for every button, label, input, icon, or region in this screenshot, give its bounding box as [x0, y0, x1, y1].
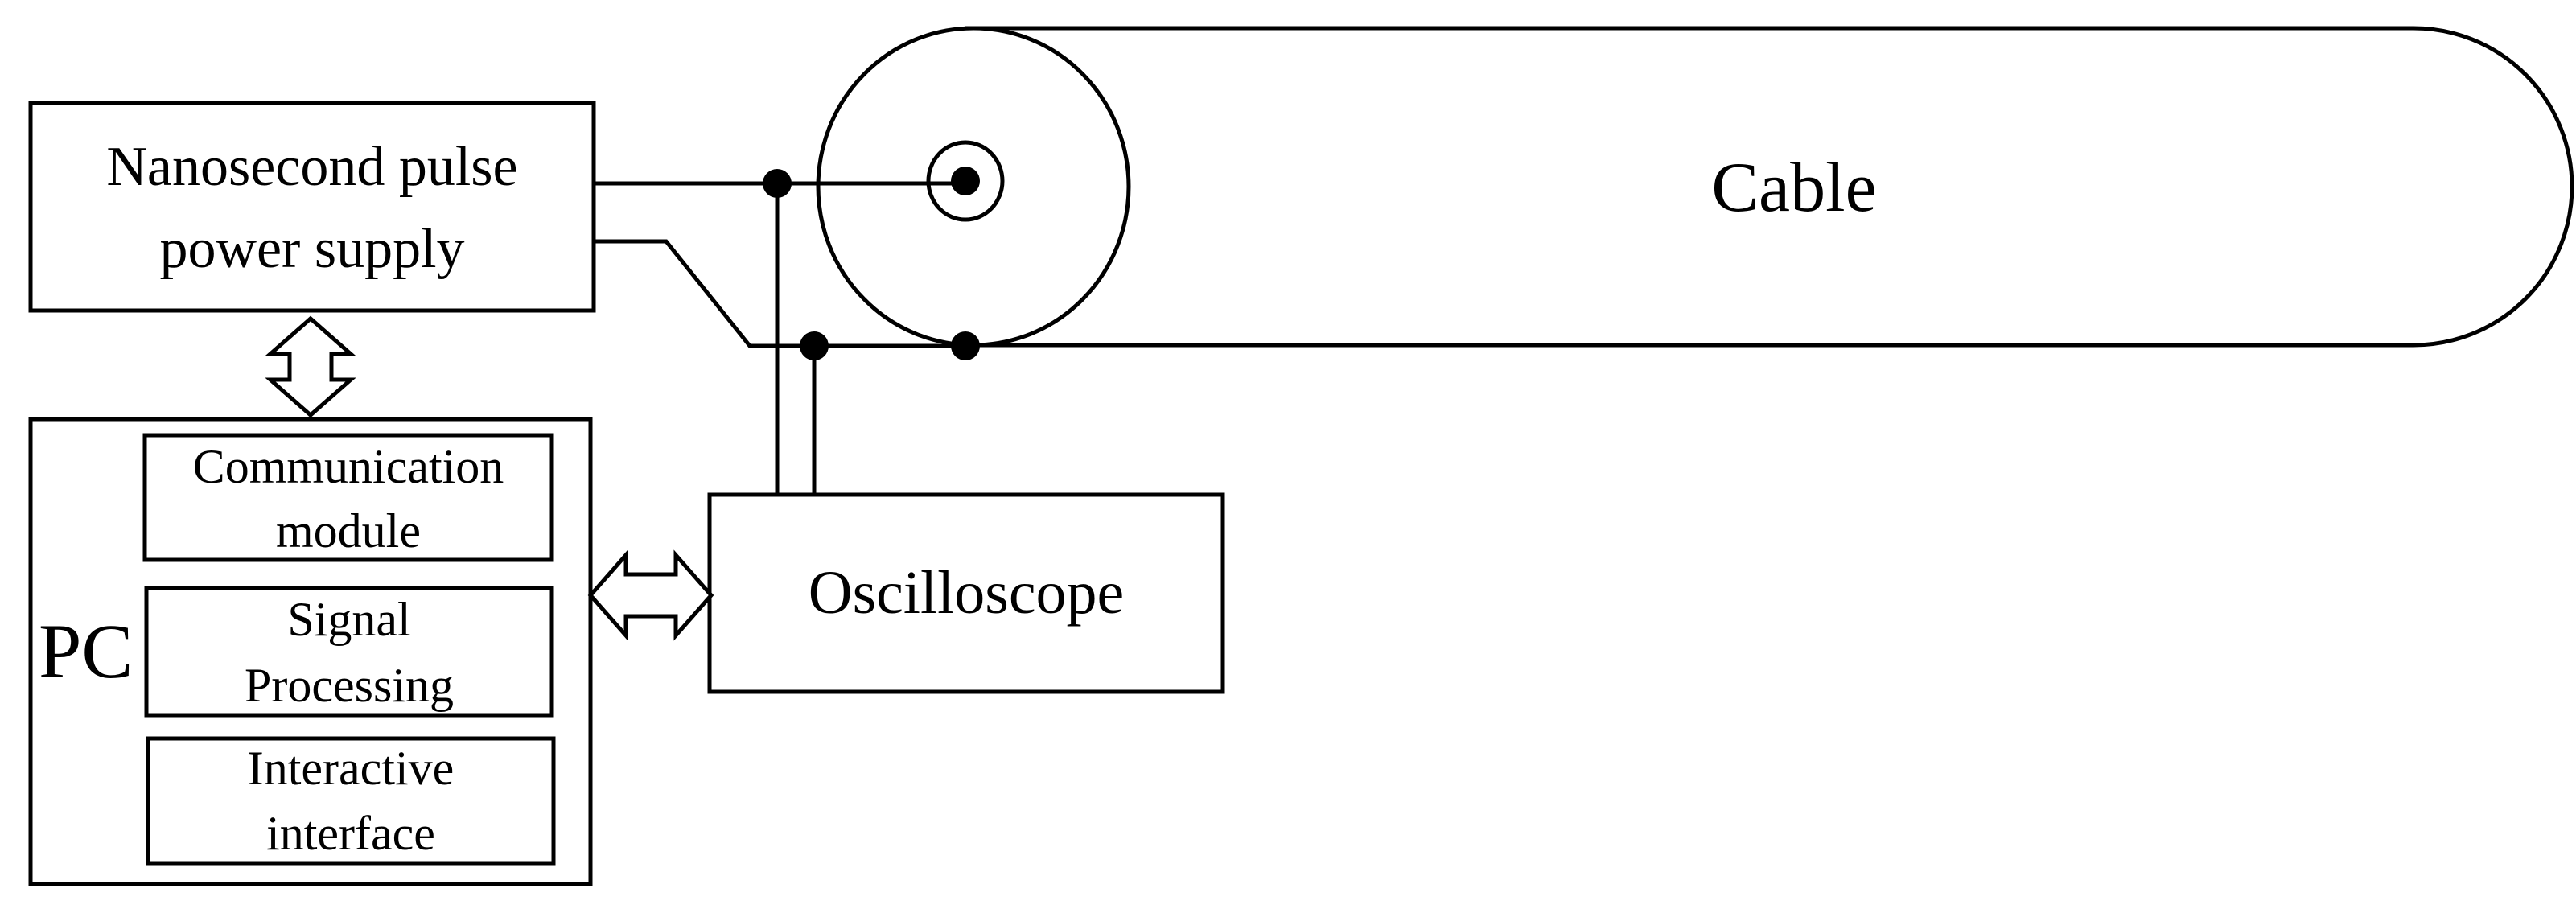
- power-supply-box: [28, 101, 596, 313]
- interactive-interface-label-line1: Interactive: [248, 742, 455, 795]
- power-supply-label-line2: power supply: [159, 218, 464, 280]
- pc-label: PC: [39, 608, 133, 694]
- signal-processing-label-line1: Signal: [287, 593, 410, 646]
- cable-inner-conductor-dot: [951, 167, 980, 195]
- interactive-interface-box: [146, 736, 556, 866]
- oscilloscope-box: [707, 492, 1225, 694]
- ground-wire: [594, 239, 973, 348]
- communication-module-label-line2: module: [276, 504, 421, 557]
- power-supply-label-line1: Nanosecond pulse: [106, 136, 517, 198]
- junction-dot-signal: [763, 169, 792, 198]
- junction-dot-shield: [951, 331, 980, 360]
- bidirectional-arrow-horizontal: [587, 549, 714, 641]
- cable-label: Cable: [1711, 149, 1876, 227]
- bidirectional-arrow-vertical: [265, 315, 356, 418]
- oscilloscope-label: Oscilloscope: [809, 559, 1125, 627]
- communication-module-box: [142, 433, 554, 562]
- interactive-interface-label-line2: interface: [266, 807, 435, 860]
- cable-body: [965, 26, 2574, 348]
- signal-processing-box: [144, 586, 554, 718]
- signal-processing-label-line2: Processing: [245, 659, 454, 712]
- communication-module-label-line1: Communication: [193, 440, 504, 493]
- junction-dot-ground-probe: [800, 331, 829, 360]
